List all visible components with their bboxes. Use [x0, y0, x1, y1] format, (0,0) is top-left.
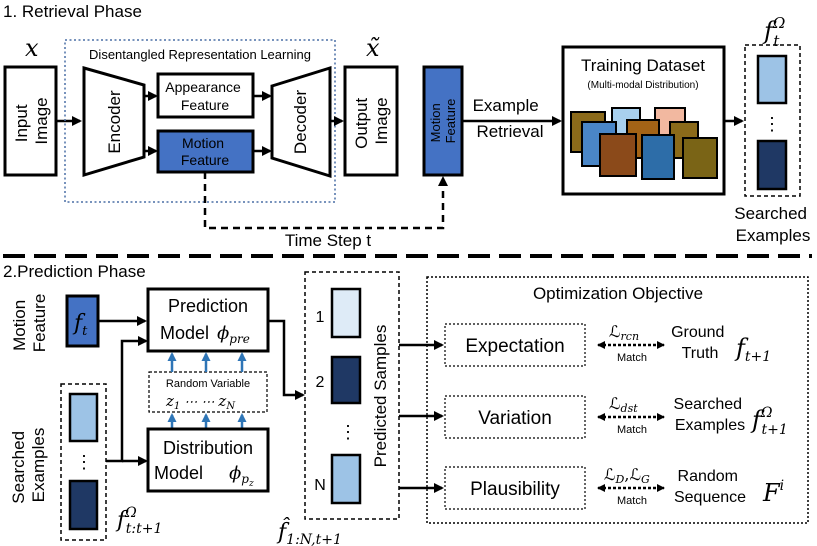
retrieval-motion-feature-label: Motion Feature: [428, 99, 458, 144]
pred-searched-light: [68, 392, 99, 443]
prediction-phase-title: 2.Prediction Phase: [3, 262, 146, 281]
dataset-tiles: [570, 107, 718, 180]
optimization-container: [426, 276, 809, 524]
output-image-box: [343, 65, 399, 177]
retrieval-phase-title: 1. Retrieval Phase: [3, 2, 142, 21]
sample-index-n: N: [314, 477, 326, 494]
decoder-block: [270, 65, 332, 179]
searched-examples-container: [744, 44, 801, 197]
loss-rcn-symbol: ℒrcn: [609, 322, 639, 343]
motion-feature-label: Motion Feature: [181, 135, 229, 168]
match-label-variation: Match: [617, 424, 647, 436]
f-t-box: [65, 294, 100, 348]
expectation-box: [444, 323, 586, 367]
decoder-label: Decoder: [291, 90, 310, 155]
objective-variation: Variation ℒdst Match Searched Examples f…: [444, 394, 788, 439]
encoder-block: [82, 66, 146, 178]
input-image-box: [3, 65, 58, 177]
searched-example-light: [756, 54, 788, 105]
time-step-path: [203, 172, 448, 230]
searched-examples-target-label: Searched Examples: [674, 396, 747, 434]
variation-label: Variation: [478, 408, 552, 429]
pred-searched-ellipsis: ⋮: [75, 452, 93, 472]
f-hat-symbol: f̂1:N,t+1: [276, 518, 342, 546]
output-x-tilde-symbol: x̃: [366, 34, 380, 62]
random-sequence-label: Random Sequence: [674, 468, 746, 506]
arrow-searched-to-models: [106, 336, 148, 463]
plausibility-label: Plausibility: [470, 479, 560, 500]
output-image-label: Output Image: [352, 93, 391, 149]
sample-index-2: 2: [316, 374, 325, 391]
phi-pre-symbol: ϕpre: [217, 323, 250, 346]
distribution-model-box: [146, 427, 270, 493]
input-x-symbol: x: [25, 34, 39, 62]
ground-truth-label: Ground Truth: [671, 324, 729, 362]
match-label-plausibility: Match: [617, 495, 647, 507]
searched-examples-label: Searched Examples: [734, 204, 812, 245]
variation-box: [444, 395, 586, 439]
predicted-sample-1: [330, 287, 362, 339]
encoder-label: Encoder: [105, 90, 124, 154]
sample-index-1: 1: [316, 309, 325, 326]
objective-plausibility: Plausibility ℒD,ℒG Match Random Sequence…: [444, 465, 784, 510]
f-i-symbol: Fi: [762, 478, 784, 507]
random-variable-label: Random Variable: [166, 378, 250, 390]
pred-searched-dark: [68, 479, 99, 531]
plausibility-box: [444, 466, 586, 510]
appearance-feature-label: Appearance Feature: [165, 79, 244, 113]
random-variable-box: [148, 371, 268, 413]
arrow-prediction-to-samples: [268, 319, 305, 400]
match-label-expectation: Match: [617, 352, 647, 364]
phi-pz-symbol: ϕpz: [229, 463, 254, 489]
f-t-plus-1-symbol: ft+1: [734, 334, 771, 365]
objective-expectation: Expectation ℒrcn Match Ground Truth ft+1: [444, 322, 771, 367]
sample-ellipsis: ⋮: [339, 422, 357, 442]
distribution-model-label: Distribution: [163, 438, 253, 458]
expectation-label: Expectation: [465, 336, 564, 357]
optimization-title: Optimization Objective: [533, 284, 703, 303]
pred-searched-examples-label: Searched Examples: [9, 426, 48, 504]
drl-title: Disentangled Representation Learning: [89, 47, 311, 62]
retrieval-motion-feature-box: [422, 65, 464, 177]
predicted-sample-2: [330, 355, 362, 405]
predicted-samples-container: [304, 271, 400, 520]
prediction-model-box: [146, 287, 270, 353]
training-dataset-subtitle: (Multi-modal Distribution): [587, 80, 698, 91]
predicted-samples-label: Predicted Samples: [371, 325, 390, 468]
z-sequence: z1⋯ ⋯zN: [165, 392, 236, 412]
loss-dg-symbol: ℒD,ℒG: [604, 465, 650, 486]
predicted-sample-n: [330, 453, 362, 505]
dataset-tile: [682, 137, 718, 179]
example-retrieval-label: Example Retrieval: [473, 96, 544, 141]
searched-ellipsis: ⋮: [763, 114, 781, 134]
prediction-model-label: Prediction: [168, 296, 248, 316]
distribution-model-label-2: Model: [154, 463, 203, 483]
prediction-model-label-2: Model: [160, 323, 209, 343]
dataset-tile: [641, 134, 675, 180]
loss-dst-symbol: ℒdst: [609, 394, 638, 415]
time-step-label: Time Step t: [285, 231, 372, 250]
pred-motion-feature-label: Motion Feature: [10, 294, 49, 353]
searched-example-dark: [756, 139, 788, 191]
dataset-tile: [599, 133, 637, 177]
training-dataset-title: Training Dataset: [581, 56, 705, 75]
input-image-label: Input Image: [12, 97, 51, 144]
